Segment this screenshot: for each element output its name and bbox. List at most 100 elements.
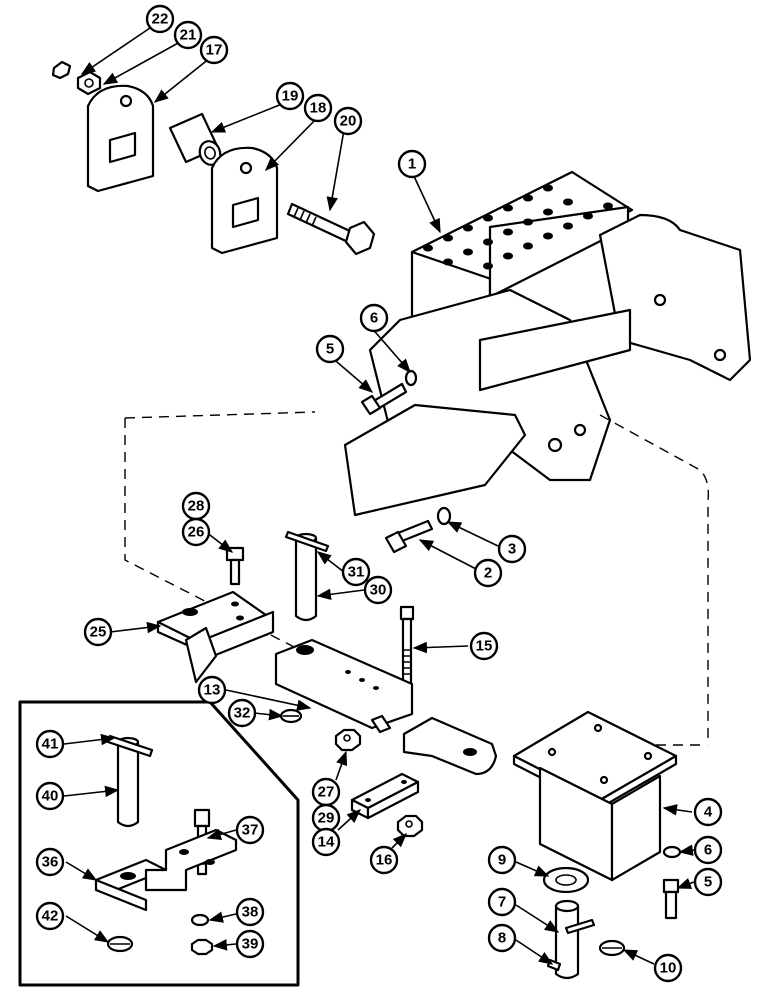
svg-text:21: 21 [180, 27, 197, 44]
bushing-19 [168, 112, 222, 166]
drawbar-13 [274, 638, 414, 734]
nut-27 [334, 728, 362, 752]
pin-7 [546, 899, 596, 980]
svg-text:38: 38 [242, 904, 259, 921]
callout-25: 25 [83, 617, 113, 647]
svg-text:4: 4 [704, 804, 713, 821]
callout-5-upper: 5 [315, 334, 345, 364]
bolt-20 [286, 202, 376, 256]
clip-32 [279, 708, 303, 724]
callout-31: 31 [341, 557, 371, 587]
svg-text:5: 5 [326, 341, 334, 358]
svg-text:31: 31 [348, 564, 365, 581]
callout-2: 2 [473, 558, 503, 588]
nut-16 [396, 814, 424, 838]
svg-text:18: 18 [310, 100, 327, 117]
svg-text:40: 40 [42, 788, 59, 805]
svg-text:14: 14 [318, 834, 335, 851]
swivel-block-25 [156, 590, 275, 684]
callout-29: 29 [311, 803, 341, 833]
callout-7: 7 [487, 887, 517, 917]
svg-text:6: 6 [370, 310, 378, 327]
slotted-plate-17 [86, 84, 155, 193]
callout-6-lower: 6 [693, 835, 723, 865]
svg-text:37: 37 [242, 822, 259, 839]
capscrew-5-upper [360, 369, 418, 416]
svg-text:1: 1 [408, 156, 416, 173]
svg-text:15: 15 [476, 638, 493, 655]
svg-text:28: 28 [188, 498, 205, 515]
callout-14: 14 [311, 827, 341, 857]
svg-text:13: 13 [204, 682, 221, 699]
callout-18: 18 [303, 93, 333, 123]
callout-22: 22 [145, 4, 175, 34]
callout-17: 17 [199, 35, 229, 65]
callout-38: 38 [235, 897, 265, 927]
callout-6-upper: 6 [359, 303, 389, 333]
callout-19: 19 [275, 81, 305, 111]
callout-9: 9 [487, 845, 517, 875]
callout-40: 40 [35, 781, 65, 811]
callout-5-lower: 5 [693, 867, 723, 897]
callout-28: 28 [181, 491, 211, 521]
svg-text:26: 26 [188, 524, 205, 541]
callout-10: 10 [653, 953, 683, 983]
tread-holes [423, 184, 613, 270]
callout-1: 1 [397, 149, 427, 179]
svg-text:9: 9 [498, 852, 506, 869]
svg-text:20: 20 [340, 113, 357, 130]
callout-41: 41 [35, 729, 65, 759]
step-support-assembly [343, 170, 752, 517]
pin-30 [284, 530, 330, 622]
svg-text:10: 10 [660, 960, 677, 977]
svg-text:16: 16 [376, 852, 393, 869]
capscrew-26 [225, 546, 245, 586]
callout-30: 30 [363, 575, 393, 605]
svg-text:6: 6 [704, 842, 712, 859]
svg-text:27: 27 [318, 784, 335, 801]
svg-text:17: 17 [206, 42, 223, 59]
washer-9 [542, 866, 590, 894]
capscrew-2 [384, 506, 452, 554]
inset-panel [18, 700, 300, 987]
svg-text:41: 41 [42, 736, 59, 753]
svg-text:22: 22 [152, 11, 169, 28]
drawbar-lower-piece [402, 716, 498, 776]
callout-37: 37 [235, 815, 265, 845]
svg-text:19: 19 [282, 88, 299, 105]
capscrew-5-lower [662, 845, 682, 920]
offset-bracket-36 [94, 828, 238, 912]
leader-lines [63, 27, 695, 965]
clip-10 [598, 939, 626, 957]
spacer-14 [350, 772, 420, 820]
svg-text:2: 2 [484, 565, 492, 582]
callout-26: 26 [181, 517, 211, 547]
bolt-15 [399, 605, 415, 687]
callout-21: 21 [173, 20, 203, 50]
callout-8: 8 [487, 923, 517, 953]
callout-3: 3 [497, 534, 527, 564]
svg-text:30: 30 [370, 582, 387, 599]
callout-16: 16 [369, 845, 399, 875]
svg-text:7: 7 [498, 894, 506, 911]
svg-text:39: 39 [242, 936, 259, 953]
callout-20: 20 [333, 106, 363, 136]
clip-42 [106, 935, 134, 953]
svg-text:3: 3 [508, 541, 516, 558]
callout-4: 4 [693, 797, 723, 827]
nut-39 [190, 938, 214, 956]
svg-text:25: 25 [90, 624, 107, 641]
svg-text:42: 42 [42, 908, 59, 925]
slotted-plate-18 [210, 146, 279, 255]
callout-27: 27 [311, 777, 341, 807]
svg-text:32: 32 [234, 705, 251, 722]
bracket-4 [512, 710, 678, 882]
callout-42: 42 [35, 901, 65, 931]
callout-32: 32 [227, 698, 257, 728]
svg-text:8: 8 [498, 930, 506, 947]
callout-13: 13 [197, 675, 227, 705]
washer-38 [190, 913, 210, 927]
svg-text:36: 36 [42, 854, 59, 871]
subassembly-outline [124, 411, 710, 746]
